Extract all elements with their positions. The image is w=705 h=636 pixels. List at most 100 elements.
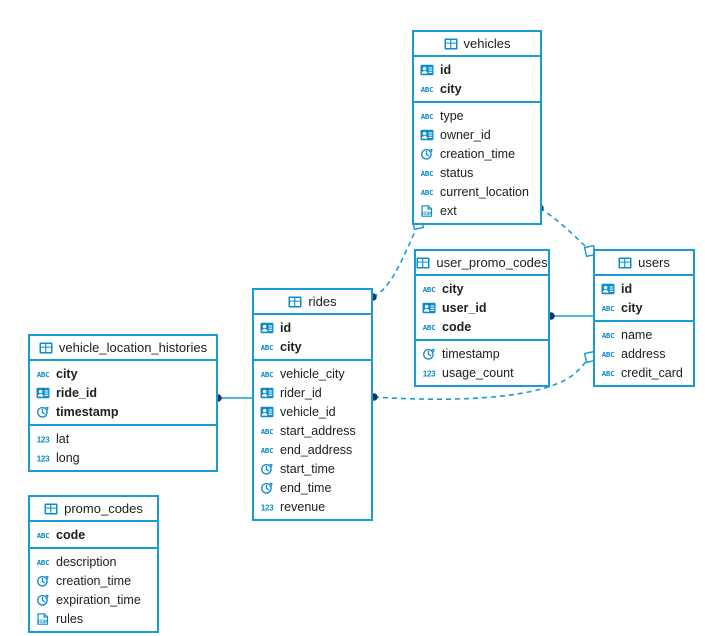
column-label: code (56, 527, 86, 542)
column-label: owner_id (440, 127, 491, 142)
column-start_time[interactable]: start_time (254, 459, 371, 478)
column-label: id (280, 320, 292, 335)
relationship-line-rides-to-vehicles[interactable] (372, 224, 419, 298)
table-grid-icon (39, 342, 53, 354)
column-label: long (56, 450, 80, 465)
abc-string-icon: ABC (36, 529, 50, 541)
table-grid-icon (618, 257, 632, 269)
abc-string-icon: ABC (422, 321, 436, 333)
column-city[interactable]: ABC city (595, 298, 693, 317)
table-header-users[interactable]: users (595, 251, 693, 276)
column-label: usage_count (442, 365, 514, 380)
123-number-icon: 123 (36, 433, 50, 445)
table-header-promo_codes[interactable]: promo_codes (30, 497, 157, 522)
column-timestamp[interactable]: timestamp (30, 402, 216, 421)
column-rider_id[interactable]: rider_id (254, 383, 371, 402)
table-header-rides[interactable]: rides (254, 290, 371, 315)
column-id[interactable]: id (414, 60, 540, 79)
column-creation_time[interactable]: creation_time (414, 144, 540, 163)
column-label: creation_time (56, 573, 132, 588)
column-owner_id[interactable]: owner_id (414, 125, 540, 144)
column-user_id[interactable]: user_id (416, 298, 548, 317)
svg-text:123: 123 (37, 454, 50, 463)
table-header-vehicles[interactable]: vehicles (414, 32, 540, 57)
clock-icon (420, 148, 434, 160)
table-header-vehicle_location_histories[interactable]: vehicle_location_histories (30, 336, 216, 361)
clock-icon (260, 482, 274, 494)
column-label: end_address (280, 442, 353, 457)
column-end_time[interactable]: end_time (254, 478, 371, 497)
column-creation_time[interactable]: creation_time (30, 571, 157, 590)
clock-icon (260, 463, 274, 475)
svg-text:123: 123 (261, 503, 274, 512)
column-label: city (621, 300, 643, 315)
svg-text:123: 123 (37, 435, 50, 444)
abc-string-icon: ABC (422, 283, 436, 295)
table-grid-icon (288, 296, 302, 308)
column-type[interactable]: ABC type (414, 106, 540, 125)
column-code[interactable]: ABC code (30, 525, 157, 544)
column-expiration_time[interactable]: expiration_time (30, 590, 157, 609)
column-label: end_time (280, 480, 332, 495)
table-title: user_promo_codes (436, 255, 548, 270)
column-label: type (440, 108, 464, 123)
abc-string-icon: ABC (601, 302, 615, 314)
table-title: vehicles (463, 36, 511, 51)
svg-text:ABC: ABC (37, 531, 49, 540)
column-ride_id[interactable]: ride_id (30, 383, 216, 402)
column-rules[interactable]: JSON rules (30, 609, 157, 628)
relationship-line-vehicles-to-users[interactable] (539, 207, 590, 251)
abc-string-icon: ABC (36, 556, 50, 568)
column-id[interactable]: id (254, 318, 371, 337)
column-end_address[interactable]: ABC end_address (254, 440, 371, 459)
svg-text:ABC: ABC (37, 558, 49, 567)
abc-string-icon: ABC (601, 348, 615, 360)
abc-string-icon: ABC (260, 368, 274, 380)
json-document-icon: JSON (36, 612, 50, 625)
column-label: rider_id (280, 385, 322, 400)
svg-text:ABC: ABC (37, 370, 49, 379)
column-long[interactable]: 123 long (30, 448, 216, 467)
column-city[interactable]: ABC city (30, 364, 216, 383)
clock-icon (422, 348, 436, 360)
abc-string-icon: ABC (260, 444, 274, 456)
person-card-id-icon (420, 129, 434, 141)
column-label: current_location (440, 184, 529, 199)
column-vehicle_id[interactable]: vehicle_id (254, 402, 371, 421)
column-label: rules (56, 611, 84, 626)
table-header-user_promo_codes[interactable]: user_promo_codes (416, 251, 548, 276)
column-timestamp[interactable]: timestamp (416, 344, 548, 363)
column-label: city (56, 366, 78, 381)
svg-text:ABC: ABC (421, 112, 433, 121)
column-id[interactable]: id (595, 279, 693, 298)
table-title: promo_codes (64, 501, 143, 516)
